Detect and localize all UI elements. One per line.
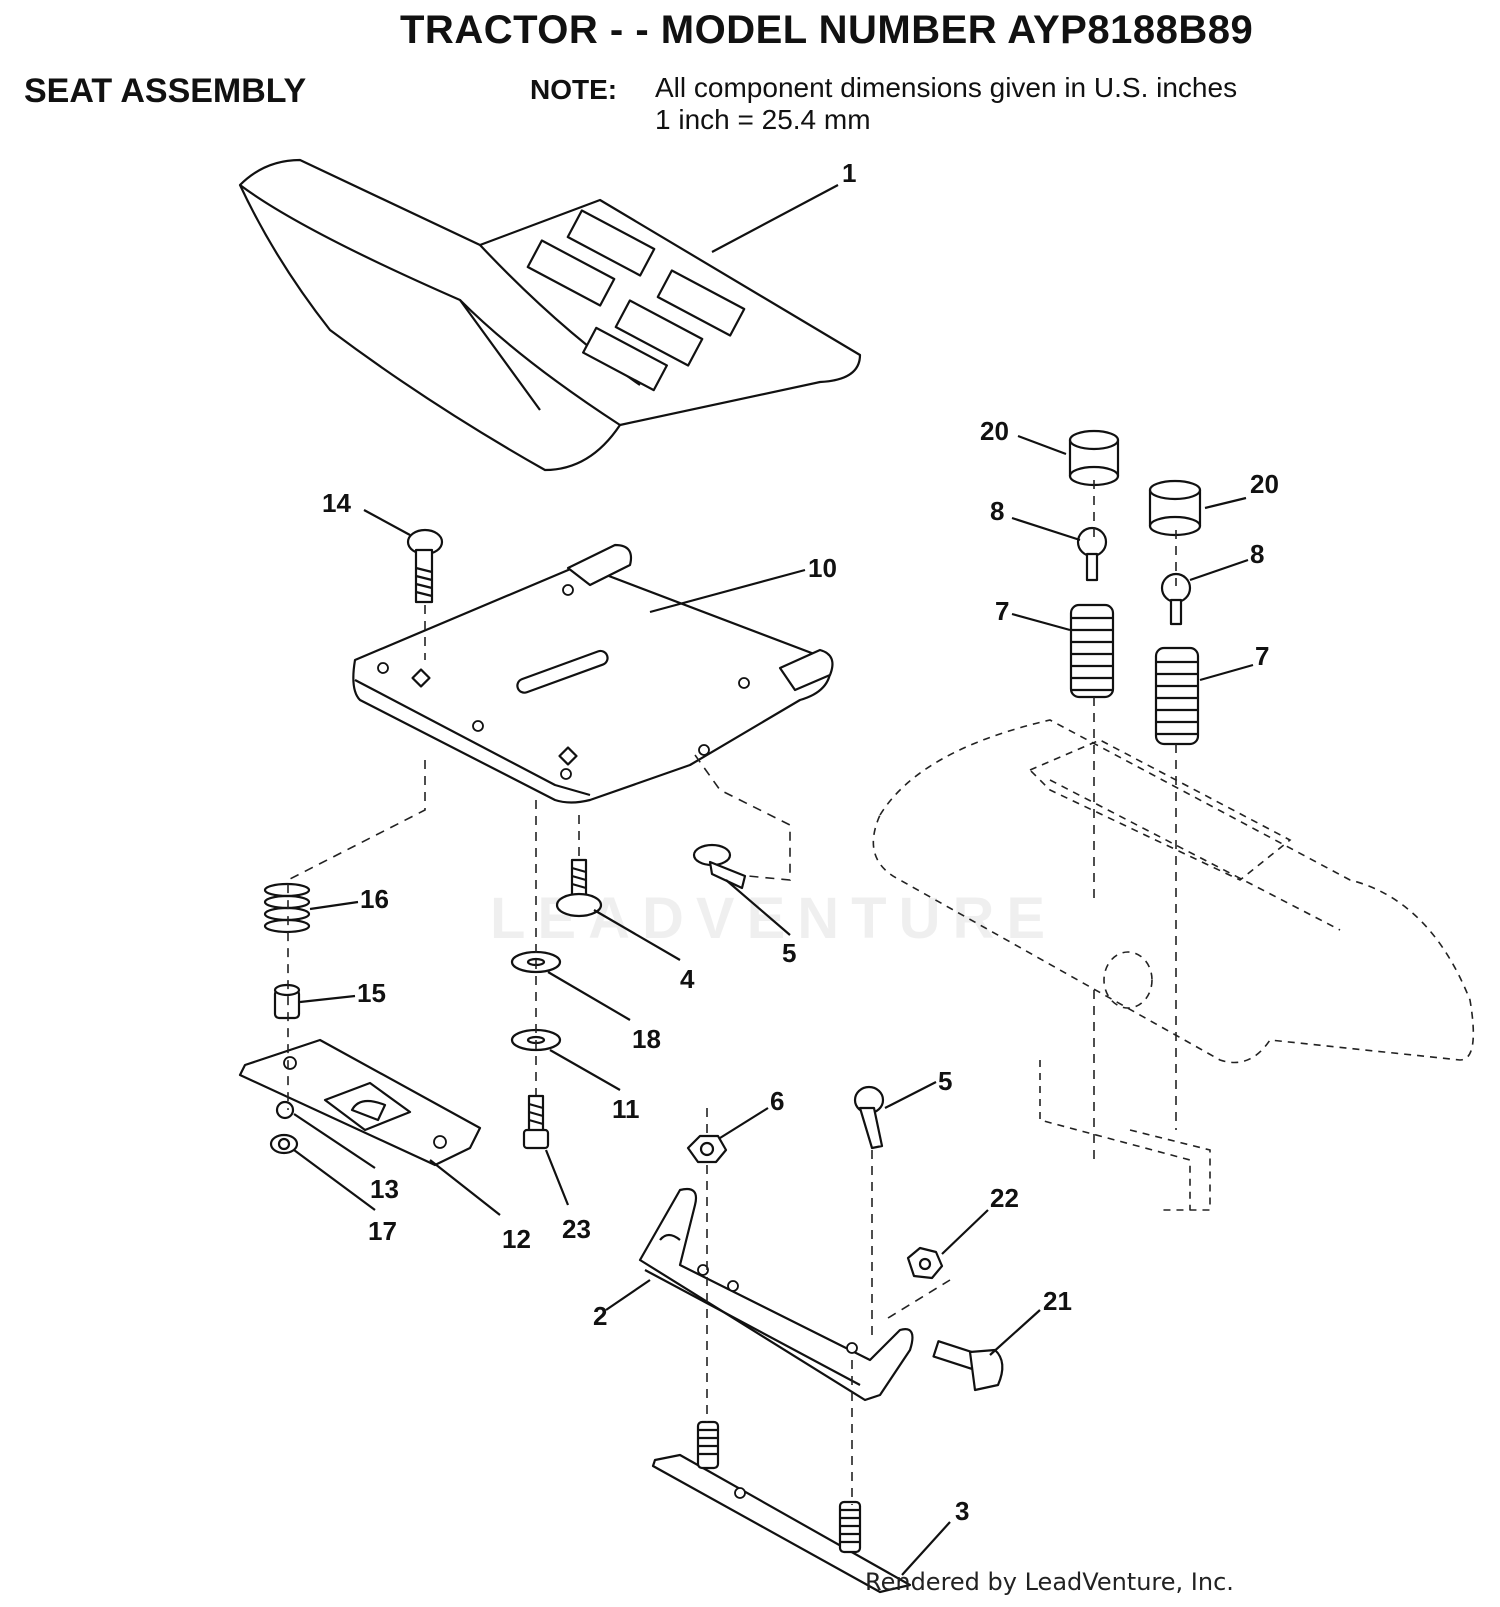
part-knob-left bbox=[1076, 526, 1108, 582]
part-bumper-spring bbox=[263, 882, 311, 934]
part-bushing bbox=[273, 983, 301, 1020]
part-slide-bracket bbox=[238, 1038, 482, 1167]
part-nut-13 bbox=[275, 1100, 295, 1120]
diagram-title: TRACTOR - - MODEL NUMBER AYP8188B89 bbox=[400, 8, 1254, 52]
callout-17: 17 bbox=[368, 1216, 397, 1246]
note-dimensions: All component dimensions given in U.S. i… bbox=[655, 72, 1238, 103]
callout-14: 14 bbox=[322, 488, 351, 518]
callout-18: 18 bbox=[632, 1024, 661, 1054]
footer-credit: Rendered by LeadVenture, Inc. bbox=[865, 1568, 1234, 1596]
callout-12: 12 bbox=[502, 1224, 531, 1254]
note-conversion: 1 inch = 25.4 mm bbox=[655, 104, 871, 135]
part-hex-bolt bbox=[522, 1094, 550, 1150]
part-carriage-bolt bbox=[406, 528, 444, 604]
callout-4: 4 bbox=[680, 964, 695, 994]
callout-23: 23 bbox=[562, 1214, 591, 1244]
callout-20-left: 20 bbox=[980, 416, 1009, 446]
part-clip-upper bbox=[692, 843, 747, 890]
alignment-lines bbox=[287, 480, 1177, 1505]
part-spring-left bbox=[1069, 603, 1115, 699]
part-shoulder-bolt bbox=[555, 858, 603, 918]
part-base-plate bbox=[651, 1420, 912, 1594]
callout-16: 16 bbox=[360, 884, 389, 914]
callout-21: 21 bbox=[1043, 1286, 1072, 1316]
callout-numbers: 1 2 3 4 5 5 6 7 7 8 8 10 11 12 13 14 15 … bbox=[322, 158, 1279, 1526]
callout-5-lower: 5 bbox=[938, 1066, 952, 1096]
callout-22: 22 bbox=[990, 1183, 1019, 1213]
part-spacer-right bbox=[1148, 479, 1202, 537]
callout-20-right: 20 bbox=[1250, 469, 1279, 499]
callout-10: 10 bbox=[808, 553, 837, 583]
part-flange-nut-17 bbox=[269, 1133, 299, 1155]
callout-13: 13 bbox=[370, 1174, 399, 1204]
callout-3: 3 bbox=[955, 1496, 969, 1526]
part-seat bbox=[238, 158, 862, 472]
tractor-body-phantom bbox=[872, 719, 1475, 1211]
section-subtitle: SEAT ASSEMBLY bbox=[24, 72, 307, 110]
leader-lines bbox=[293, 184, 1254, 1576]
part-shoulder-bolt-21 bbox=[932, 1340, 1004, 1392]
callout-1: 1 bbox=[842, 158, 856, 188]
part-hex-nut bbox=[686, 1134, 728, 1164]
note-label: NOTE: bbox=[530, 74, 618, 105]
callout-2: 2 bbox=[593, 1301, 607, 1331]
callout-6: 6 bbox=[770, 1086, 784, 1116]
callout-15: 15 bbox=[357, 978, 386, 1008]
callout-8-right: 8 bbox=[1250, 539, 1264, 569]
callout-5-upper: 5 bbox=[782, 938, 796, 968]
callout-7-left: 7 bbox=[995, 596, 1009, 626]
callout-11: 11 bbox=[612, 1094, 640, 1124]
seat-grip-pads bbox=[526, 209, 746, 392]
part-clip-lower bbox=[853, 1085, 885, 1150]
part-spring-right bbox=[1154, 646, 1200, 746]
part-spacer-left bbox=[1068, 429, 1120, 487]
part-support-bracket bbox=[638, 1187, 914, 1402]
callout-8-left: 8 bbox=[990, 496, 1004, 526]
part-seat-pan bbox=[352, 543, 834, 804]
part-nut-22 bbox=[906, 1246, 944, 1280]
callout-7-right: 7 bbox=[1255, 641, 1269, 671]
part-knob-right bbox=[1160, 572, 1192, 626]
